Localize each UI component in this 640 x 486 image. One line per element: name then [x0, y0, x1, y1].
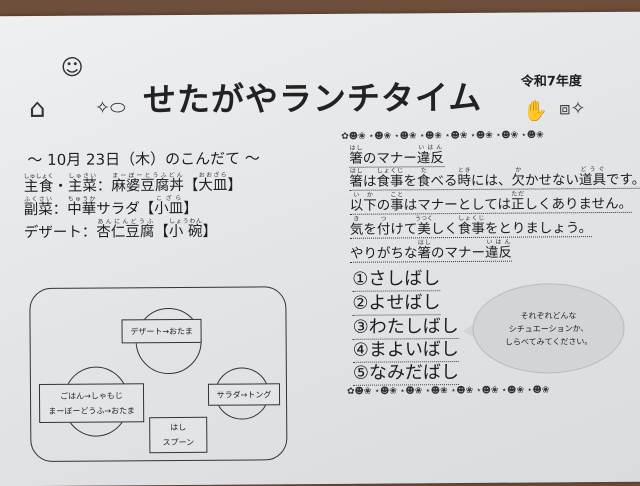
text-segment: の [376, 197, 391, 214]
ruby-word: 付つ [376, 215, 391, 238]
ruby-word: 副菜ふくさい [23, 195, 53, 219]
ruby-word: 事こと [390, 191, 404, 214]
white-coat-icon: ⌂ [28, 93, 46, 125]
ruby-word: 食事しょくじ [376, 167, 404, 190]
text-segment: やりがちな [349, 245, 418, 262]
dessert-label: デザート→おたま [121, 318, 202, 344]
ruby-word: 食事しょくじ [457, 214, 485, 238]
text-segment: デザート： [23, 224, 97, 242]
ruby-word: 欠か [511, 166, 526, 189]
ruby-word: 中華ちゅうか [67, 195, 97, 218]
text-segment: かせない [524, 172, 580, 189]
ruby-word: 麻婆豆腐丼まーぼーとうふどん [111, 171, 184, 195]
rice-label-line: ごはん→しゃもじ [60, 390, 123, 401]
text-segment: 【 [183, 177, 199, 194]
text-segment: ： [52, 201, 68, 218]
salad-label: サラダ→トング [207, 383, 281, 406]
bubble-line: シチュエーションか、 [508, 323, 589, 334]
paper-sheet: ☺ ⌂ ✧⬭ ✋ ⧈✧ せたがやランチタイム 令和7年度 ～ 10月 23日（木… [0, 11, 640, 486]
text-segment: けて [390, 221, 418, 238]
bubble-line: それぞれどんな [520, 310, 577, 321]
text-segment: はマナーとしては [403, 196, 512, 214]
ruby-word: 気き [349, 215, 364, 238]
mask-icon: ✧⬭ [94, 97, 126, 119]
ruby-word: 時とき [457, 166, 472, 190]
fiscal-year: 令和7年度 [520, 74, 582, 90]
manner-line: 気きを付つけて美うつくしく食事しょくじをとりましょう。 [349, 214, 593, 239]
ladybug-border-top: ✿☻❀ ⋆☻❀ ⋆☻❀ ⋆☻❀ ⋆☻❀ ⋆☻❀ ⋆☻❀ ⋆☻❀ [341, 130, 544, 142]
text-segment: を [363, 221, 377, 238]
text-segment: 】 [227, 177, 242, 194]
text-segment: 】 [183, 200, 198, 217]
ladybug-border-bottom: ✿☻❀ ⋆☻❀ ⋆☻❀ ⋆☻❀ ⋆☻❀ ⋆☻❀ ⋆☻❀ ⋆☻❀ [346, 385, 550, 397]
hand-wash-icon: ✋ [522, 98, 549, 123]
text-segment: ： [96, 178, 112, 195]
lunch-cap-person-icon: ☺ [60, 55, 84, 81]
speech-bubble: それぞれどんな シチュエーションか、 しらべてみてください。 [472, 282, 625, 374]
text-segment: しくありません。 [524, 195, 633, 213]
text-segment: 【 [154, 224, 169, 241]
soap-bottle-icon: ⧈✧ [558, 98, 586, 120]
menu-list: 主食しゅしょく・主菜しゅさい：麻婆豆腐丼まーぼーとうふどん【大皿おおざら】副菜ふ… [0, 12, 640, 241]
ruby-word: 主食しゅしょく [23, 172, 54, 196]
text-segment: べる [430, 173, 458, 190]
rice-label-line: まーぼーどうふ→おたま [48, 405, 135, 416]
ruby-word: 正ただ [510, 190, 525, 213]
menu-item: デザート：杏仁豆腐あんにんどうふ【小 碗しょうわん】 [24, 218, 217, 242]
ruby-word: 杏仁豆腐あんにんどうふ [96, 218, 155, 241]
manner-violation-item: ⑤なみだばし [352, 358, 460, 386]
ruby-word: 小 碗しょうわん [168, 217, 203, 241]
ruby-word: 道具どうぐ [578, 166, 607, 189]
menu-item: 副菜ふくさい：中華ちゅうかサラダ【小皿こざら】 [24, 195, 198, 219]
ruby-word: 大皿おおざら [198, 171, 228, 194]
text-segment: をとりましょう。 [484, 220, 593, 237]
bubble-line: しらべてみてください。 [504, 336, 593, 347]
tray-diagram: デザート→おたま ごはん→しゃもじ まーぼーどうふ→おたま サラダ→トング はし… [29, 286, 288, 463]
text-segment: 】 [202, 223, 218, 240]
ruby-word: 違反いはん [484, 238, 513, 261]
ruby-word: 箸はし [349, 144, 363, 167]
ruby-word: 主菜しゅさい [67, 172, 97, 195]
text-segment: のマナー [362, 150, 417, 167]
manner-line: 以下いかの事ことはマナーとしては正ただしくありません。 [349, 189, 633, 215]
text-segment: のマナー [430, 244, 486, 262]
ruby-word: 美うつく [415, 215, 434, 238]
text-segment: サラダ【 [96, 201, 155, 218]
ruby-word: 箸はし [349, 167, 364, 190]
menu-date: ～ 10月 23日（木）のこんだて ～ [27, 149, 260, 170]
text-segment: しく [430, 221, 458, 238]
manner-line: 箸はしは食事しょくじを食たべる時ときには、欠かかせない道具どうぐです。 [349, 165, 640, 191]
manner-text: 箸はしのマナー違反いはん箸はしは食事しょくじを食たべる時ときには、欠かかせない道… [0, 12, 640, 263]
utensil-label: はし スプーン [149, 416, 208, 454]
ruby-word: 小皿こざら [154, 194, 184, 218]
rice-label: ごはん→しゃもじ まーぼーどうふ→おたま [38, 383, 145, 423]
text-segment: ・ [53, 178, 68, 195]
ruby-word: 以下いか [349, 191, 377, 214]
menu-item: 主食しゅしょく・主菜しゅさい：麻婆豆腐丼まーぼーとうふどん【大皿おおざら】 [23, 172, 241, 197]
text-segment: です。 [605, 171, 640, 189]
text-segment: を [403, 173, 418, 190]
ruby-word: 食た [416, 167, 431, 190]
text-segment: は [362, 173, 377, 190]
utensil-line: スプーン [162, 437, 195, 448]
section-heading: 箸はしのマナー違反いはん [349, 144, 444, 168]
ruby-word: 違反いはん [416, 144, 444, 167]
page-title: せたがやランチタイム [142, 77, 483, 120]
text-segment: には、 [470, 172, 512, 189]
manner-line: やりがちな箸はしのマナー違反いはん [349, 238, 513, 263]
ruby-word: 箸はし [417, 239, 432, 262]
utensil-line: はし [170, 422, 187, 433]
